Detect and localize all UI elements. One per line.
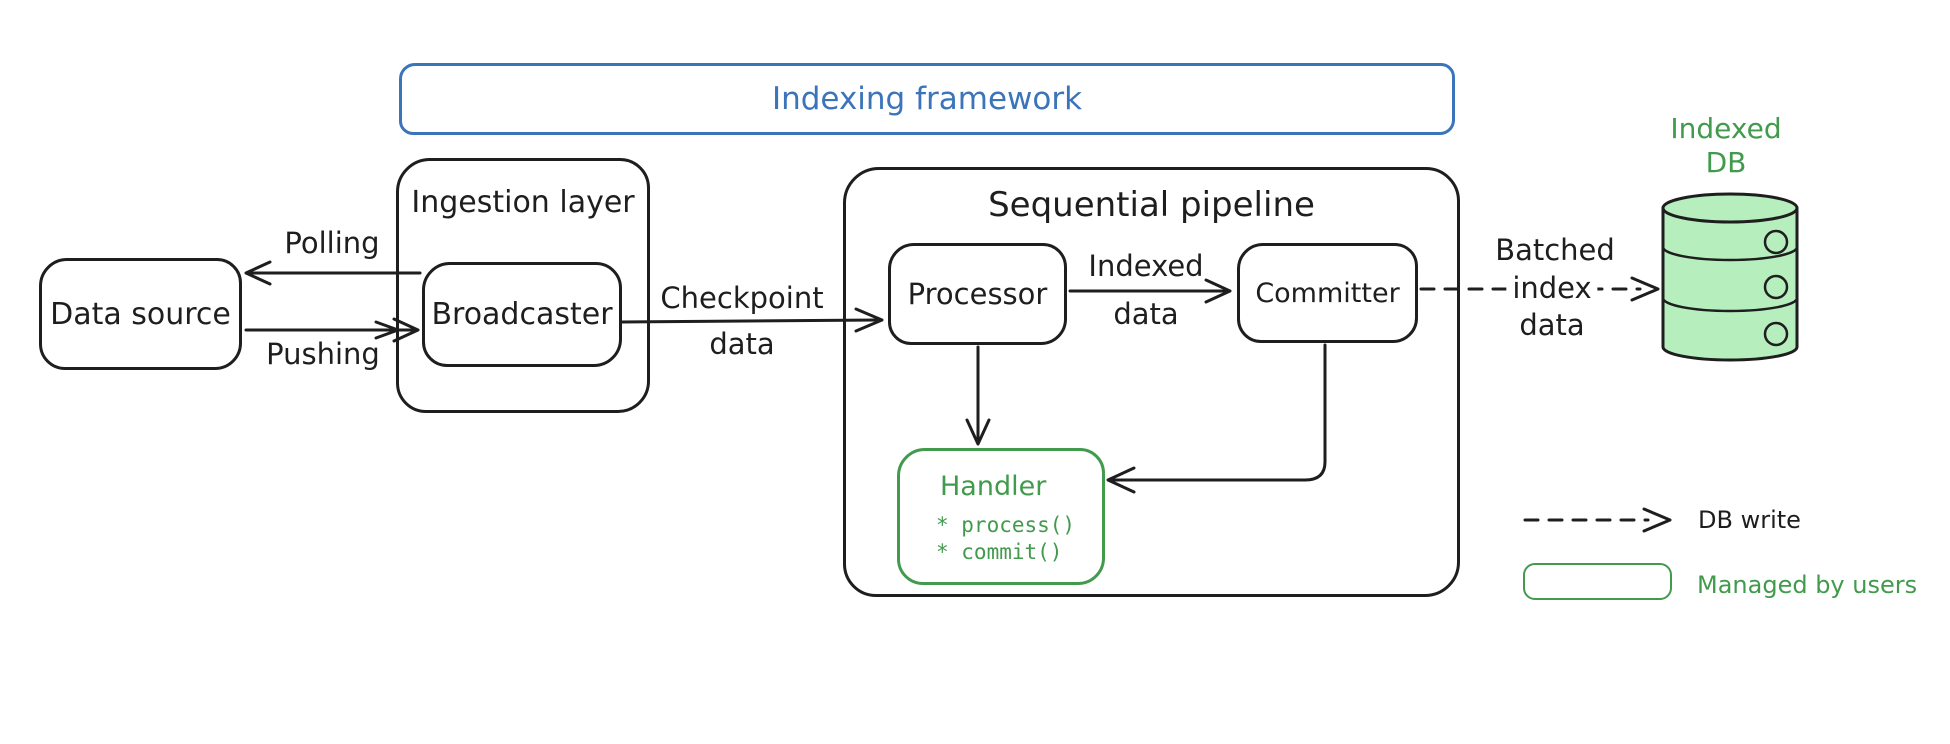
checkpoint-label-line1: Checkpoint bbox=[660, 281, 824, 315]
pushing-label: Pushing bbox=[266, 337, 380, 371]
batched-label-line1: Batched bbox=[1495, 233, 1615, 267]
polling-label: Polling bbox=[284, 226, 380, 260]
ingestion-layer-box: Ingestion layer bbox=[396, 158, 650, 413]
processor-box: Processor bbox=[888, 243, 1067, 345]
handler-method-process: * process() bbox=[936, 513, 1076, 537]
indexing-framework-frame: Indexing framework bbox=[399, 63, 1455, 135]
indexed-db-label-line2: DB bbox=[1705, 146, 1747, 179]
sequential-pipeline-title: Sequential pipeline bbox=[988, 185, 1315, 225]
checkpoint-label-line2: data bbox=[709, 327, 775, 361]
committer-label: Committer bbox=[1255, 277, 1400, 309]
indexed-db-label: Indexed DB bbox=[1670, 112, 1781, 180]
data-source-label: Data source bbox=[50, 296, 231, 332]
processor-label: Processor bbox=[907, 277, 1048, 311]
batched-label-line3: data bbox=[1519, 308, 1585, 342]
legend-db-write-label: DB write bbox=[1698, 506, 1801, 534]
database-cylinder-icon bbox=[1661, 192, 1799, 362]
broadcaster-box: Broadcaster bbox=[422, 262, 622, 367]
indexed-data-label-line2: data bbox=[1113, 297, 1179, 331]
checkpoint-arrow bbox=[620, 307, 884, 333]
handler-box: Handler * process() * commit() bbox=[897, 448, 1105, 585]
legend-managed-swatch bbox=[1523, 563, 1672, 600]
handler-method-commit: * commit() bbox=[936, 540, 1063, 564]
handler-title: Handler bbox=[940, 471, 1047, 502]
committer-to-handler-arrow bbox=[1106, 343, 1327, 494]
ingestion-layer-label: Ingestion layer bbox=[411, 185, 635, 220]
legend-managed-label: Managed by users bbox=[1697, 571, 1918, 599]
indexed-data-label-line1: Indexed bbox=[1088, 249, 1204, 283]
data-source-box: Data source bbox=[39, 258, 242, 370]
polling-arrow bbox=[244, 260, 422, 286]
legend-db-write-arrow bbox=[1523, 507, 1672, 533]
indexed-db-label-line1: Indexed bbox=[1670, 112, 1782, 145]
broadcaster-label: Broadcaster bbox=[431, 297, 613, 332]
indexed-data-arrow bbox=[1068, 278, 1232, 304]
committer-box: Committer bbox=[1237, 243, 1418, 343]
indexing-framework-title: Indexing framework bbox=[771, 81, 1083, 117]
batched-label-line2: index bbox=[1506, 271, 1598, 305]
processor-to-handler-arrow bbox=[965, 345, 991, 446]
sequential-pipeline-box: Sequential pipeline bbox=[843, 167, 1460, 597]
